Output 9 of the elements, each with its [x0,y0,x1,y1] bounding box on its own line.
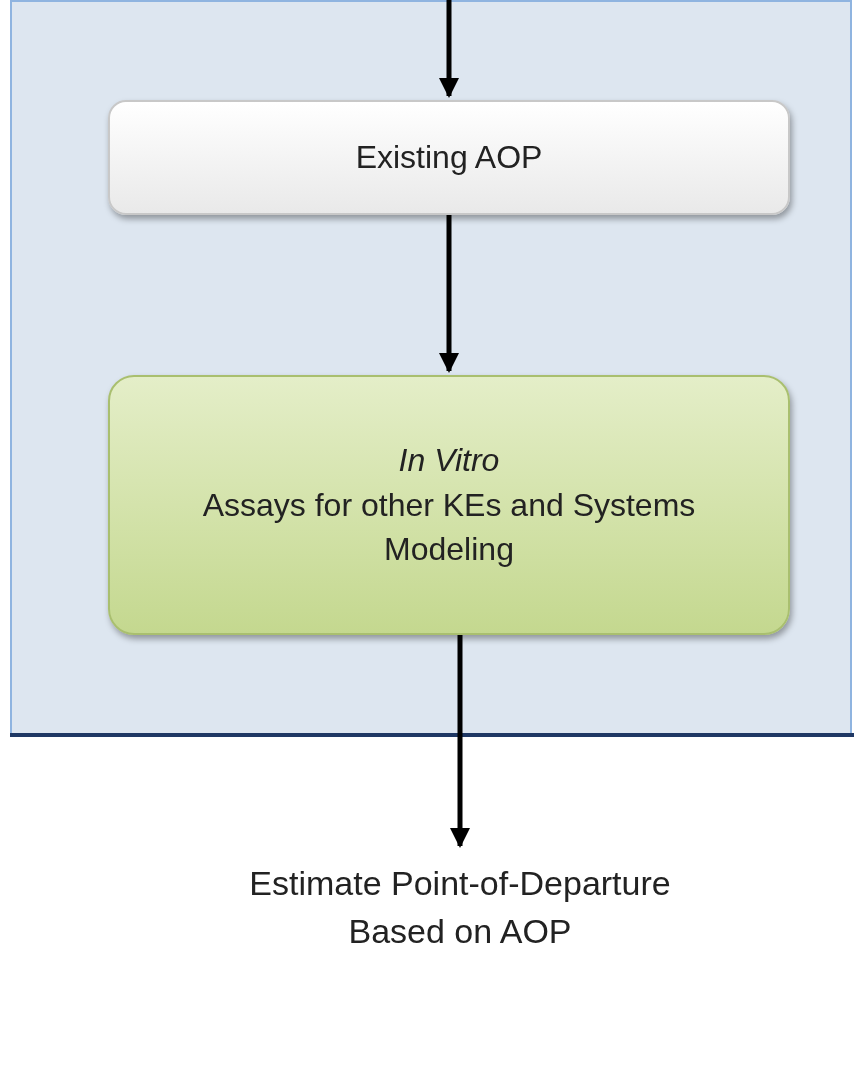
box-label: Existing AOP [355,138,543,178]
process-box [108,100,790,215]
box-label: In Vitro [398,440,500,480]
arrow [439,0,459,98]
outcome-text: Estimate Point-of-Departure Based on AOP [248,862,672,952]
arrow [439,215,459,373]
arrow [450,635,470,848]
box-label: Assays for other KEs and Systems Modeling [201,485,697,570]
process-box [108,375,790,635]
